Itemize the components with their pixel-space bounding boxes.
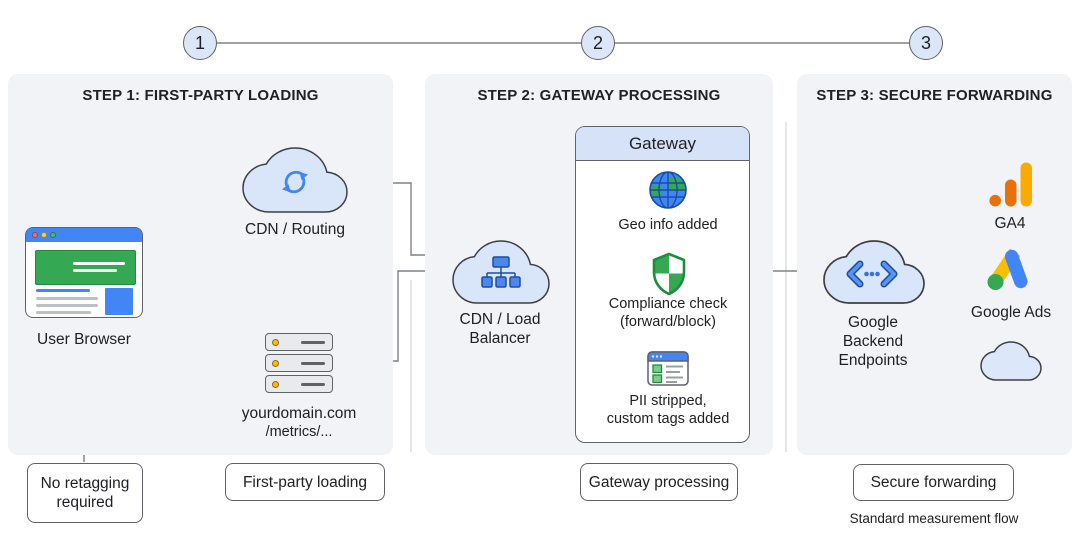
lb-line-1: CDN / Load — [459, 311, 541, 328]
step-circle-3: 3 — [909, 26, 943, 60]
note-line-1: No retagging — [40, 475, 130, 492]
server-domain-label: yourdomain.com — [241, 405, 357, 422]
ga4-label: GA4 — [994, 215, 1026, 232]
cdn-routing-cloud — [243, 148, 347, 212]
server-path-label: /metrics/... — [265, 424, 333, 440]
compliance-label: Compliance check (forward/block) — [585, 295, 751, 331]
step-number: 3 — [920, 32, 931, 53]
secure-forwarding-tag: Secure forwarding — [853, 464, 1014, 501]
browser-dot-yellow — [41, 232, 47, 238]
server-stack-icon — [265, 333, 333, 393]
compliance-line-1: Compliance check — [608, 296, 728, 312]
shield-icon — [652, 252, 686, 296]
backend-line-1: Google — [848, 314, 898, 331]
lb-line-2: Balancer — [469, 330, 531, 347]
browser-hero-image — [35, 250, 136, 285]
google-ads-label: Google Ads — [970, 304, 1052, 321]
step-circle-2: 2 — [581, 26, 615, 60]
gateway-header: Gateway — [576, 127, 749, 161]
code-endpoints-icon — [846, 260, 898, 288]
google-analytics-icon — [989, 162, 1032, 207]
google-ads-icon — [987, 248, 1028, 290]
network-tree-icon — [481, 256, 521, 288]
browser-ad-block — [105, 288, 133, 315]
user-browser-label: User Browser — [37, 331, 131, 348]
no-retagging-box: No retagging required — [27, 463, 143, 523]
standard-measurement-flow-note: Standard measurement flow — [849, 511, 1019, 526]
backend-line-3: Endpoints — [838, 352, 908, 369]
note-line-2: required — [56, 494, 114, 511]
browser-dot-red — [32, 232, 38, 238]
browser-titlebar — [26, 228, 142, 242]
load-balancer-label: CDN / Load Balancer — [430, 310, 570, 348]
other-destination-cloud — [981, 342, 1041, 380]
gateway-title: Gateway — [628, 133, 697, 153]
backend-cloud — [824, 241, 924, 303]
pii-label: PII stripped, custom tags added — [585, 392, 751, 428]
browser-window-icon — [25, 227, 143, 318]
backend-line-2: Backend — [842, 333, 904, 350]
first-party-loading-tag: First-party loading — [225, 463, 385, 501]
step-number: 1 — [194, 32, 205, 53]
step-circle-1: 1 — [183, 26, 217, 60]
window-list-icon — [647, 351, 689, 386]
geo-info-label: Geo info added — [618, 217, 718, 233]
step2-title: STEP 2: GATEWAY PROCESSING — [477, 87, 721, 104]
browser-link-line — [36, 289, 90, 293]
pii-line-1: PII stripped, — [629, 393, 707, 409]
step1-title: STEP 1: FIRST-PARTY LOADING — [82, 87, 319, 104]
globe-icon — [649, 171, 687, 209]
browser-dot-green — [50, 232, 56, 238]
pii-line-2: custom tags added — [606, 411, 730, 427]
gateway-processing-tag: Gateway processing — [580, 463, 738, 501]
step3-title: STEP 3: SECURE FORWARDING — [816, 87, 1053, 104]
compliance-line-2: (forward/block) — [620, 314, 716, 330]
step-number: 2 — [592, 32, 603, 53]
sync-arrows-icon — [282, 170, 308, 194]
cdn-routing-label: CDN / Routing — [245, 221, 345, 238]
backend-endpoints-label: Google Backend Endpoints — [813, 313, 933, 370]
